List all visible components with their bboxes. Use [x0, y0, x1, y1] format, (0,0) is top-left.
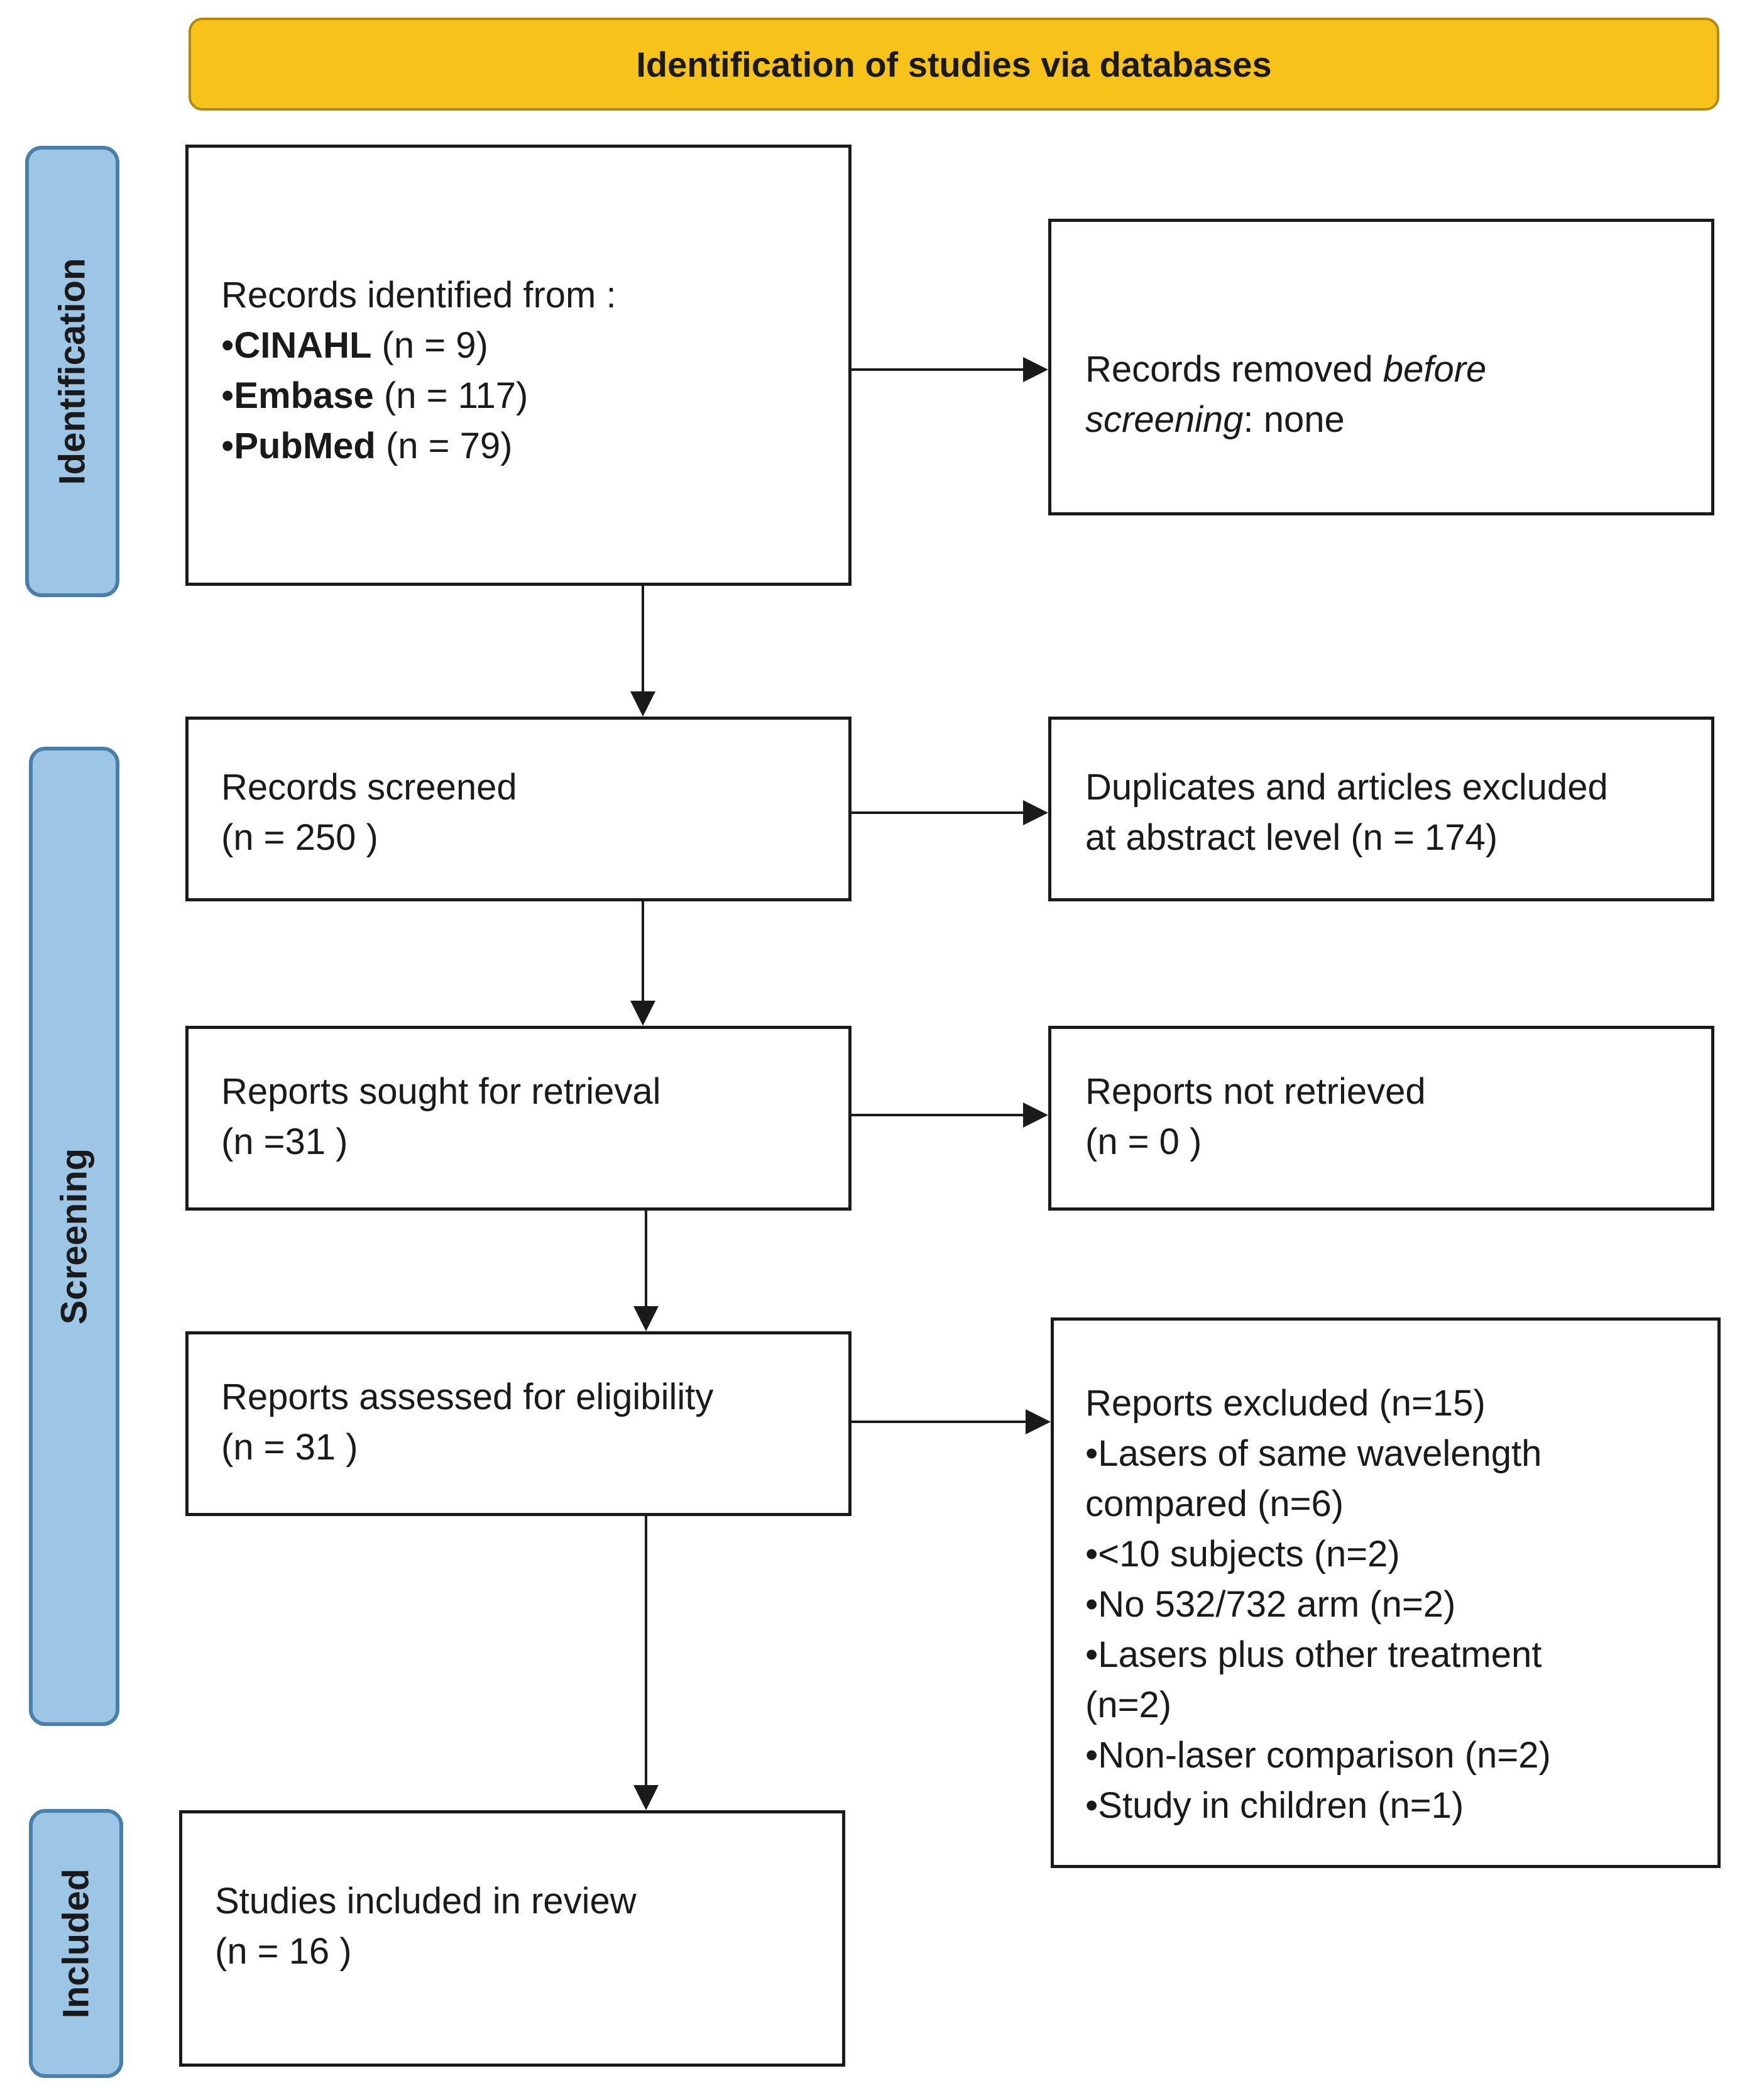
source-embase: •Embase (n = 117)	[221, 375, 528, 416]
phase-screening: Screening	[29, 747, 119, 1726]
exclusion-reason: compared (n=6)	[1085, 1483, 1344, 1524]
records-screened-label: Records screened	[221, 767, 517, 808]
reports-not-retrieved-label: Reports not retrieved	[1085, 1071, 1426, 1112]
reports-assessed-label: Reports assessed for eligibility	[221, 1377, 714, 1417]
exclusion-reason: •Study in children (n=1)	[1085, 1785, 1464, 1826]
abstract-excluded-line1: Duplicates and articles excluded	[1085, 767, 1608, 808]
source-cinahl: •CINAHL (n = 9)	[221, 325, 488, 366]
reports-assessed-count: (n = 31 )	[221, 1427, 358, 1468]
records-identified-box: Records identified from : •CINAHL (n = 9…	[185, 145, 852, 586]
reports-not-retrieved-box: Reports not retrieved (n = 0 )	[1048, 1026, 1714, 1211]
records-screened-count: (n = 250 )	[221, 817, 378, 858]
exclusion-reason: •No 532/732 arm (n=2)	[1085, 1584, 1456, 1625]
abstract-excluded-box: Duplicates and articles excluded at abst…	[1048, 717, 1714, 901]
exclusion-reason: •Non-laser comparison (n=2)	[1085, 1735, 1551, 1776]
exclusion-reason: •Lasers plus other treatment	[1085, 1634, 1542, 1675]
reports-excluded-heading: Reports excluded (n=15)	[1085, 1383, 1486, 1424]
exclusion-reason: •<10 subjects (n=2)	[1085, 1534, 1400, 1575]
identification-banner: Identification of studies via databases	[189, 18, 1719, 111]
exclusion-reason: •Lasers of same wavelength	[1085, 1433, 1542, 1474]
records-removed-line2: screening: none	[1085, 399, 1345, 440]
reports-sought-box: Reports sought for retrieval (n =31 )	[185, 1026, 852, 1211]
studies-included-label: Studies included in review	[215, 1881, 637, 1921]
records-identified-heading: Records identified from :	[221, 275, 616, 316]
phase-included: Included	[29, 1809, 123, 2078]
exclusion-reason: (n=2)	[1085, 1685, 1172, 1725]
source-pubmed: •PubMed (n = 79)	[221, 426, 513, 466]
studies-included-box: Studies included in review (n = 16 )	[179, 1810, 845, 2067]
records-screened-box: Records screened (n = 250 )	[185, 717, 852, 901]
reports-sought-label: Reports sought for retrieval	[221, 1071, 661, 1112]
reports-sought-count: (n =31 )	[221, 1121, 348, 1162]
records-removed-box: Records removed before screening: none	[1048, 219, 1714, 515]
reports-excluded-box: Reports excluded (n=15) •Lasers of same …	[1051, 1317, 1721, 1868]
reports-assessed-box: Reports assessed for eligibility (n = 31…	[185, 1331, 852, 1516]
records-removed-line1: Records removed before	[1085, 349, 1487, 390]
abstract-excluded-line2: at abstract level (n = 174)	[1085, 817, 1498, 858]
phase-identification: Identification	[25, 146, 119, 597]
studies-included-count: (n = 16 )	[215, 1931, 352, 1972]
reports-not-retrieved-count: (n = 0 )	[1085, 1121, 1202, 1162]
